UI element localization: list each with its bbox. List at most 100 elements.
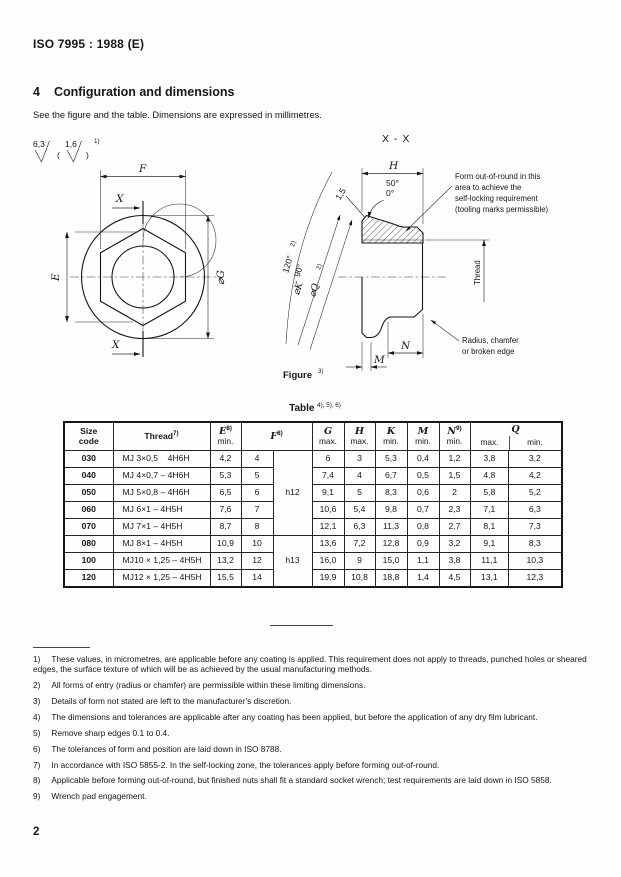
cell-k: 5,3 bbox=[374, 450, 408, 468]
radius-note-line2: or broken edge bbox=[462, 347, 514, 356]
cell-h: 7,2 bbox=[343, 535, 376, 553]
footnote: 7) In accordance with ISO 5855-2. In the … bbox=[33, 760, 608, 770]
cell-thread: MJ 8×1 – 4H5H bbox=[112, 535, 211, 553]
footnote-text: Remove sharp edges 0.1 to 0.4. bbox=[51, 727, 170, 738]
cell-m: 0,7 bbox=[406, 501, 440, 519]
cell-n: 2,3 bbox=[438, 501, 471, 519]
cell-f: 6 bbox=[240, 484, 274, 502]
col-header-E: E8)min. bbox=[209, 421, 242, 451]
cone-angle: 50° 0° bbox=[367, 178, 399, 219]
angle-120-sup: 2) bbox=[289, 240, 297, 247]
cell-k: 12,8 bbox=[374, 535, 408, 553]
table-row: 070 MJ 7×1 – 4H5H 8,7 8 12,1 6,3 11,3 0,… bbox=[63, 518, 562, 536]
footnote: 3)Details of form not stated are left to… bbox=[33, 696, 608, 706]
footnote-text: In accordance with ISO 5855-2. In the se… bbox=[51, 759, 440, 770]
footnotes-block: 1)These values, in micrometres, are appl… bbox=[33, 647, 608, 807]
cell-e: 8,7 bbox=[209, 518, 242, 536]
table-row: 050 MJ 5×0,8 – 4H6H 6,5 6 9,1 5 8,3 0,6 … bbox=[63, 484, 562, 502]
cell-q-max: 11,1 bbox=[469, 552, 510, 570]
footnote: 6)The tolerances of form and position ar… bbox=[33, 744, 608, 754]
figure-caption: Figure 3) bbox=[283, 368, 324, 381]
col-header-size-code: Size code bbox=[63, 421, 114, 451]
footnote-text: Wrench pad engagement. bbox=[51, 791, 147, 802]
cell-g: 13,6 bbox=[311, 535, 345, 553]
table-row: 080 MJ 8×1 – 4H5H 10,9 10 h13 13,6 7,2 1… bbox=[63, 535, 562, 588]
footnote-marker: 2) bbox=[33, 680, 41, 691]
roughness-1-5: 1,5 bbox=[333, 186, 365, 218]
cell-q-min: 5,2 bbox=[508, 484, 562, 502]
cell-g: 19,9 bbox=[311, 569, 345, 588]
section-view-title: X - X bbox=[382, 133, 410, 145]
cell-f-tolerance: h12 bbox=[272, 450, 313, 536]
cell-k: 15,0 bbox=[374, 552, 408, 570]
cell-h: 10,8 bbox=[343, 569, 376, 588]
cell-n: 4,5 bbox=[438, 569, 471, 588]
dimension-E: E bbox=[50, 231, 138, 323]
cell-q-max: 5,8 bbox=[469, 484, 510, 502]
roughness-paren-open: ( bbox=[57, 150, 60, 160]
cell-q-max: 13,1 bbox=[469, 569, 510, 588]
dimension-N: N bbox=[387, 314, 424, 358]
roughness-1-5-label: 1,5 bbox=[333, 186, 348, 202]
footnote-rule bbox=[33, 647, 90, 648]
cell-thread: MJ 6×1 – 4H5H bbox=[112, 501, 211, 519]
cell-e: 15,5 bbox=[209, 569, 242, 588]
cell-q-min: 7,3 bbox=[508, 518, 562, 536]
cell-k: 11,3 bbox=[374, 518, 408, 536]
cell-g: 16,0 bbox=[311, 552, 345, 570]
cell-g: 9,1 bbox=[311, 484, 345, 502]
roughness-value-1: 6,3 bbox=[33, 139, 45, 149]
cell-size-code: 100 bbox=[63, 552, 114, 570]
radius-annotation: Radius, chamfer or broken edge bbox=[430, 319, 519, 356]
cell-size-code: 040 bbox=[63, 467, 114, 485]
cell-thread: MJ 5×0,8 – 4H6H bbox=[112, 484, 211, 502]
cell-q-min: 3,2 bbox=[508, 450, 562, 468]
cell-q-max: 3,8 bbox=[469, 450, 510, 468]
footnote: 1)These values, in micrometres, are appl… bbox=[33, 654, 608, 675]
cell-n: 1,2 bbox=[438, 450, 471, 468]
front-view: F E ⌀G X X bbox=[50, 163, 227, 357]
cell-f: 10 bbox=[240, 535, 274, 553]
cell-h: 6,3 bbox=[343, 518, 376, 536]
footnote: 2)All forms of entry (radius or chamfer)… bbox=[33, 680, 608, 690]
cell-q-max: 7,1 bbox=[469, 501, 510, 519]
cell-e: 10,9 bbox=[209, 535, 242, 553]
cell-q-min: 12,3 bbox=[508, 569, 562, 588]
footnote-text: These values, in micrometres, are applic… bbox=[33, 654, 587, 675]
selflock-annotation: Form out-of-round in this area to achiev… bbox=[405, 172, 549, 232]
mid-page-divider bbox=[270, 625, 333, 626]
cell-thread: MJ 3×0,5 4H6H bbox=[112, 450, 211, 468]
cell-f: 12 bbox=[240, 552, 274, 570]
cell-thread: MJ12 × 1,25 – 4H5H bbox=[112, 569, 211, 588]
table-title-text: Table bbox=[289, 403, 315, 414]
cell-f: 8 bbox=[240, 518, 274, 536]
col-header-F: F8) bbox=[240, 421, 313, 451]
footnote-marker: 5) bbox=[33, 727, 41, 738]
cell-h: 3 bbox=[343, 450, 376, 468]
table-row: 120 MJ12 × 1,25 – 4H5H 15,5 14 19,9 10,8… bbox=[63, 569, 562, 588]
cell-f: 5 bbox=[240, 467, 274, 485]
surface-roughness-symbols: 6,3 ( 1,6 ) 1) bbox=[33, 138, 100, 163]
footnote-marker: 8) bbox=[33, 775, 41, 786]
hexagon bbox=[99, 227, 187, 327]
cell-q-max: 9,1 bbox=[469, 535, 510, 553]
col-header-N: N9)min. bbox=[438, 421, 471, 451]
angle-50-label: 50° bbox=[386, 178, 399, 188]
cell-k: 9,8 bbox=[374, 501, 408, 519]
cell-h: 4 bbox=[343, 467, 376, 485]
figure-caption-text: Figure bbox=[283, 370, 312, 381]
footnote-marker: 4) bbox=[33, 711, 41, 722]
section-X-bottom-label: X bbox=[111, 339, 120, 351]
dimension-K-Q: ⌀K ⌀Q 2) bbox=[291, 214, 353, 351]
dim-G-label: ⌀G bbox=[215, 270, 227, 285]
footnote-marker: 7) bbox=[33, 759, 41, 770]
thread-label: Thread bbox=[473, 260, 482, 285]
technical-figure: 6,3 ( 1,6 ) 1) F bbox=[33, 133, 549, 381]
cell-e: 5,3 bbox=[209, 467, 242, 485]
cell-f: 14 bbox=[240, 569, 274, 588]
